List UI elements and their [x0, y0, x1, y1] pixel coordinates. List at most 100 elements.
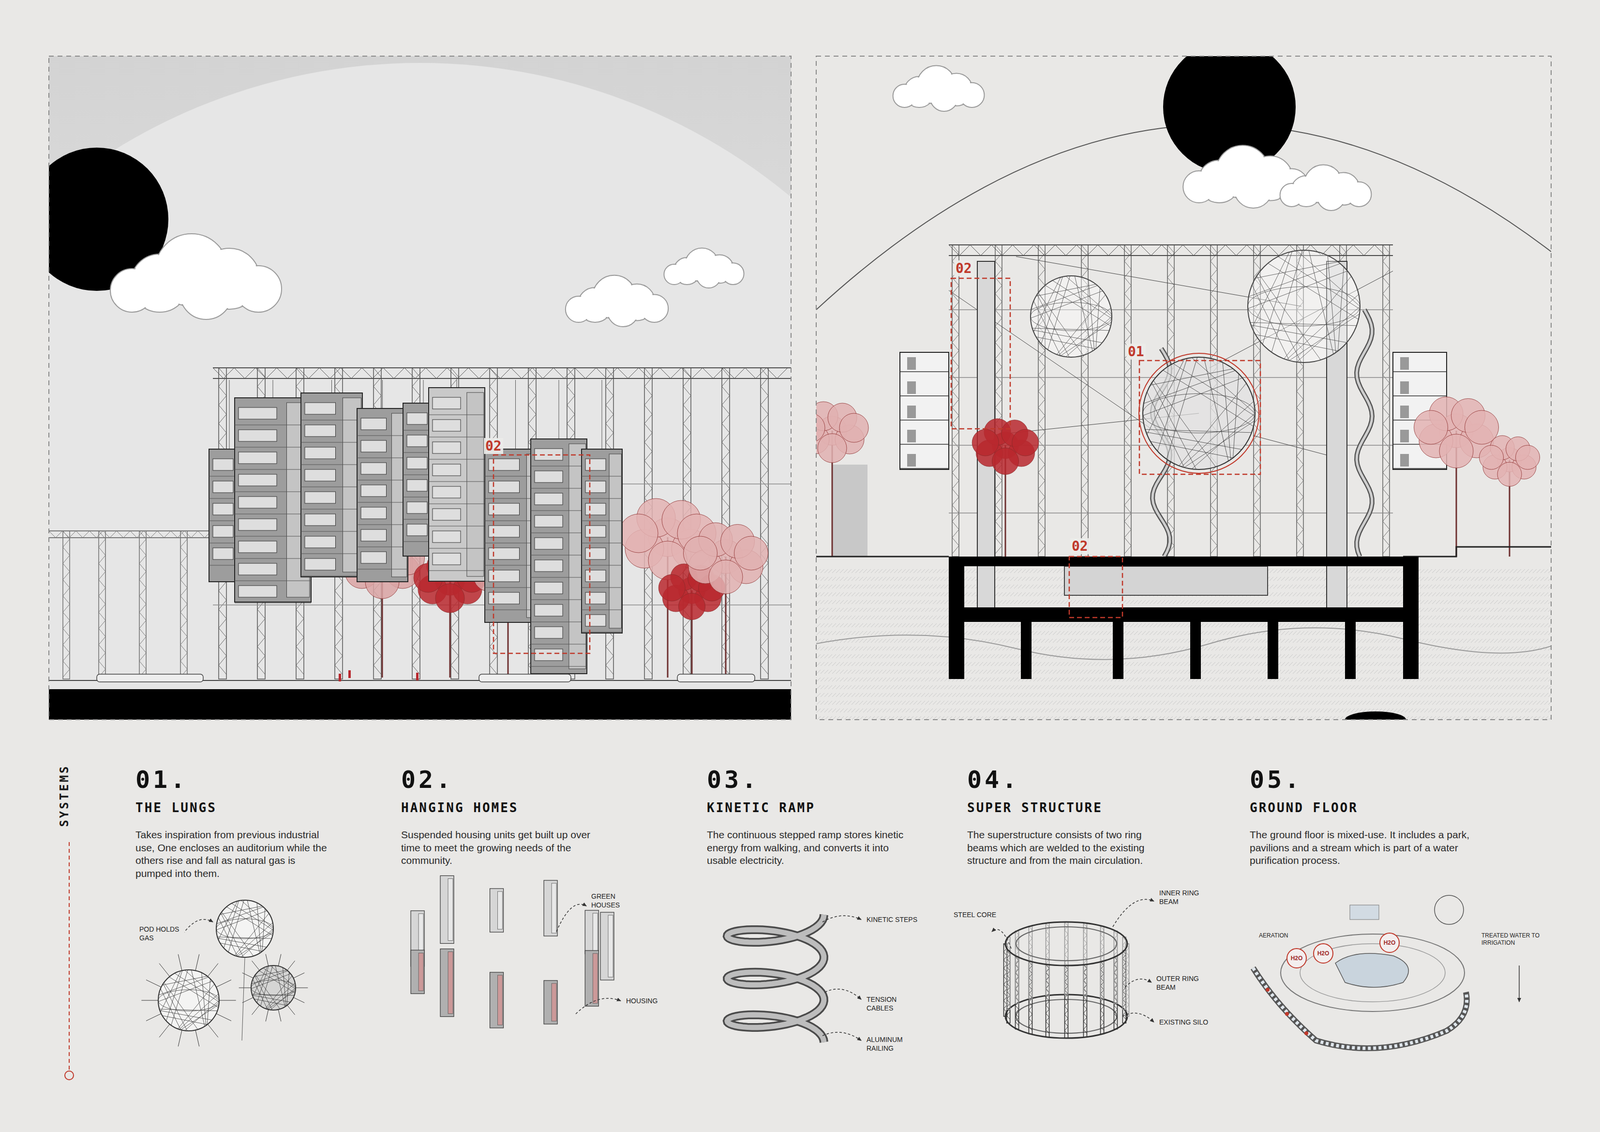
unit-floor	[234, 469, 312, 470]
leader-arrow	[1112, 898, 1154, 927]
sphere	[1142, 357, 1256, 470]
sphere-facet	[1163, 370, 1254, 427]
h2o-label: H2O	[1287, 954, 1306, 962]
system-title: GROUND FLOOR	[1249, 800, 1359, 815]
sphere-facet	[1153, 380, 1216, 467]
unit-window	[304, 536, 336, 548]
sphere-facet	[1032, 328, 1110, 331]
tower-face	[551, 983, 557, 1021]
sphere-facet	[1191, 357, 1256, 414]
housing-tower	[440, 875, 454, 943]
pod-cable	[265, 1009, 269, 1022]
lattice-bracing	[952, 244, 959, 554]
pod-furniture	[907, 429, 916, 443]
pod-cable	[295, 987, 308, 988]
unit-floor	[428, 525, 485, 527]
unit-floor	[357, 479, 408, 481]
sphere-facet	[1179, 383, 1247, 466]
unit-window	[360, 484, 387, 497]
pod-tether	[241, 957, 245, 1041]
pod-furniture	[907, 357, 916, 370]
unit-window	[212, 525, 234, 538]
unit-floor	[234, 580, 312, 582]
lattice-column	[1124, 244, 1132, 557]
cloud-fill	[236, 266, 281, 312]
unit-window	[238, 474, 277, 486]
unit-floor	[300, 419, 363, 421]
sphere-facet	[1248, 263, 1341, 297]
lattice-column	[1064, 965, 1069, 1038]
lattice-bracing	[1046, 964, 1050, 1034]
unit-floor	[234, 447, 312, 448]
sphere-facet	[1033, 277, 1061, 332]
unit-floor	[581, 587, 623, 588]
sphere-ring	[1247, 286, 1361, 326]
unit-window	[304, 469, 336, 481]
hanging-homes	[209, 379, 623, 674]
sphere-facet	[1284, 276, 1352, 359]
unit-floor	[530, 554, 587, 556]
unit-window	[432, 441, 461, 454]
sphere-facet	[1142, 377, 1243, 416]
lattice-bracing	[62, 530, 70, 677]
sphere-ring	[251, 979, 296, 996]
unit-window	[585, 592, 606, 604]
system-number: 05.	[1249, 765, 1302, 794]
callout-number: 02	[1070, 538, 1090, 554]
sphere-facet	[1296, 306, 1361, 362]
sphere-facet	[171, 969, 188, 1025]
sphere-facet	[1095, 287, 1101, 349]
sphere-facet	[226, 906, 273, 936]
system-description: The superstructure consists of two ring …	[967, 828, 1171, 868]
leader-arrow	[991, 928, 1012, 949]
inner-ring-beam	[1016, 926, 1117, 961]
pod-cable	[242, 997, 254, 1003]
unit-window	[534, 626, 563, 639]
sphere-facet	[1047, 275, 1071, 350]
unit-window	[534, 493, 563, 505]
boat	[677, 673, 755, 682]
unit-window	[304, 513, 336, 526]
lattice-bracing	[1124, 244, 1132, 554]
pod-furniture	[907, 381, 916, 394]
sphere-facet	[1327, 255, 1336, 353]
gasholder-frame	[48, 367, 792, 679]
unit-window	[238, 429, 277, 442]
unit-window	[432, 463, 461, 476]
unit-window	[406, 479, 428, 492]
person	[416, 672, 419, 681]
truss-chord	[212, 377, 792, 379]
system-number: 01.	[135, 765, 188, 794]
sphere-facet	[217, 936, 272, 939]
tower-face	[448, 951, 453, 1014]
unit-window	[406, 523, 428, 536]
unit-window	[585, 547, 606, 560]
tower-face	[592, 912, 598, 951]
pile	[1190, 621, 1201, 679]
unit-face	[609, 453, 622, 629]
basement-slab	[948, 607, 1419, 622]
spiral-ramp	[727, 914, 824, 1042]
tree-foliage	[817, 433, 847, 463]
pile	[1020, 621, 1032, 679]
unit-window	[304, 424, 336, 437]
hanger-cable	[558, 379, 560, 439]
unit-floor	[428, 570, 485, 571]
lattice-column	[62, 530, 70, 679]
unit-window	[534, 604, 563, 616]
lattice-bracing	[139, 530, 147, 677]
ramp	[1356, 309, 1373, 557]
unit-floor	[428, 436, 485, 438]
tower-face	[608, 914, 614, 977]
elevation-panel	[48, 56, 792, 720]
callout-number: 02	[954, 260, 974, 277]
system-title: SUPER STRUCTURE	[967, 800, 1103, 815]
unit-window	[406, 434, 428, 447]
lattice-bracing	[1122, 936, 1126, 1006]
dome	[48, 62, 792, 720]
unit-floor	[234, 558, 312, 559]
sphere-facet	[1337, 266, 1344, 351]
ground-strip	[48, 688, 792, 720]
sphere-facet	[237, 932, 274, 957]
